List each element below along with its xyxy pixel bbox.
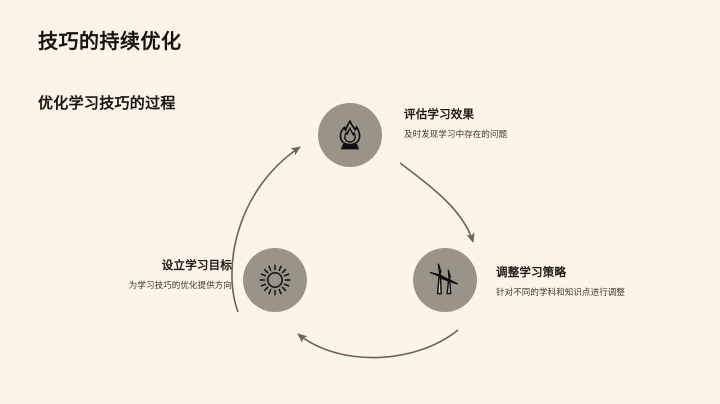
cycle-node-evaluate-desc: 及时发现学习中存在的问题: [404, 128, 508, 139]
cycle-node-adjust-circle[interactable]: [413, 248, 477, 312]
arrow-adjust-to-goal: [297, 329, 459, 359]
cycle-node-goal-desc: 为学习技巧的优化提供方向: [128, 279, 232, 290]
cycle-node-goal-text: 设立学习目标 为学习技巧的优化提供方向: [82, 259, 232, 292]
cycle-node-goal-circle[interactable]: [243, 248, 307, 312]
section-subtitle: 优化学习技巧的过程: [38, 95, 176, 112]
page-title: 技巧的持续优化: [38, 31, 182, 53]
cycle-node-evaluate-text: 评估学习效果 及时发现学习中存在的问题: [404, 108, 554, 141]
cycle-node-adjust-desc: 针对不同的学科和知识点进行调整: [496, 286, 626, 297]
cycle-node-evaluate-circle[interactable]: [318, 103, 382, 167]
arrow-evaluate-to-adjust: [399, 162, 475, 243]
cycle-node-adjust-text: 调整学习策略 针对不同的学科和知识点进行调整: [496, 266, 646, 299]
cycle-node-goal-label: 设立学习目标: [161, 260, 232, 272]
sun-icon: [257, 262, 293, 298]
cycle-node-adjust-label: 调整学习策略: [496, 267, 567, 279]
cycle-node-evaluate-label: 评估学习效果: [404, 109, 475, 121]
wind-turbine-icon: [427, 262, 463, 298]
flame-icon: [334, 118, 366, 152]
